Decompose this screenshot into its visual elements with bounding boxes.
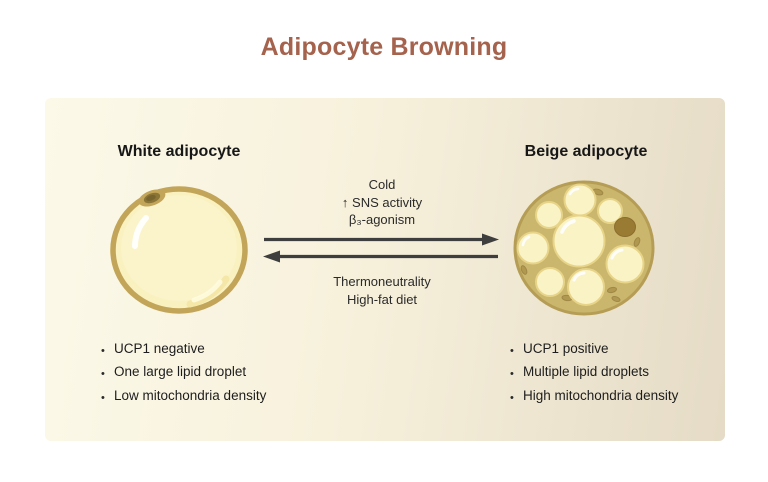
white-cell-nucleus bbox=[138, 189, 166, 207]
bullet-text: UCP1 positive bbox=[523, 341, 609, 356]
list-item: High mitochondria density bbox=[510, 385, 678, 408]
bullet-icon bbox=[510, 338, 523, 361]
bullet-text: High mitochondria density bbox=[523, 387, 679, 403]
bullet-text: UCP1 negative bbox=[114, 341, 205, 356]
list-item: One large lipid droplet bbox=[101, 361, 266, 384]
list-item: UCP1 negative bbox=[101, 338, 266, 361]
beige-adipocyte-heading: Beige adipocyte bbox=[524, 143, 648, 160]
bullet-icon bbox=[101, 361, 114, 384]
bullet-icon bbox=[101, 338, 114, 361]
reverse-arrow-icon bbox=[263, 250, 498, 263]
droplet-highlights bbox=[521, 187, 624, 282]
forward-condition-label: ↑ SNS activity bbox=[341, 194, 423, 210]
forward-condition-label: β₃-agonism bbox=[348, 212, 416, 227]
white-adipocyte-illustration bbox=[110, 186, 248, 314]
list-item: Low mitochondria density bbox=[101, 385, 266, 408]
page-title: Adipocyte Browning bbox=[260, 33, 508, 61]
white-adipocyte-bullet-list: UCP1 negative One large lipid droplet Lo… bbox=[101, 338, 266, 408]
lipid-droplets bbox=[516, 183, 645, 306]
list-item: UCP1 positive bbox=[510, 338, 678, 361]
beige-adipocyte-bullet-list: UCP1 positive Multiple lipid droplets Hi… bbox=[510, 338, 678, 408]
reverse-condition-label: Thermoneutrality bbox=[333, 274, 431, 289]
bullet-text: Low mitochondria density bbox=[114, 387, 267, 403]
beige-adipocyte-illustration bbox=[513, 180, 655, 316]
bullet-icon bbox=[510, 385, 523, 408]
forward-conditions: Cold ↑ SNS activity β₃-agonism bbox=[283, 176, 481, 229]
bullet-text: Multiple lipid droplets bbox=[523, 364, 650, 380]
forward-condition-label: Cold bbox=[368, 177, 396, 192]
list-item: Multiple lipid droplets bbox=[510, 361, 678, 384]
reverse-conditions: Thermoneutrality High-fat diet bbox=[283, 273, 481, 308]
bullet-icon bbox=[510, 361, 523, 384]
forward-arrow-icon bbox=[264, 233, 499, 246]
reverse-condition-label: High-fat diet bbox=[346, 291, 418, 307]
beige-cell-nucleus bbox=[614, 217, 636, 237]
bullet-icon bbox=[101, 385, 114, 408]
white-adipocyte-heading: White adipocyte bbox=[117, 143, 241, 160]
bullet-text: One large lipid droplet bbox=[114, 364, 247, 380]
